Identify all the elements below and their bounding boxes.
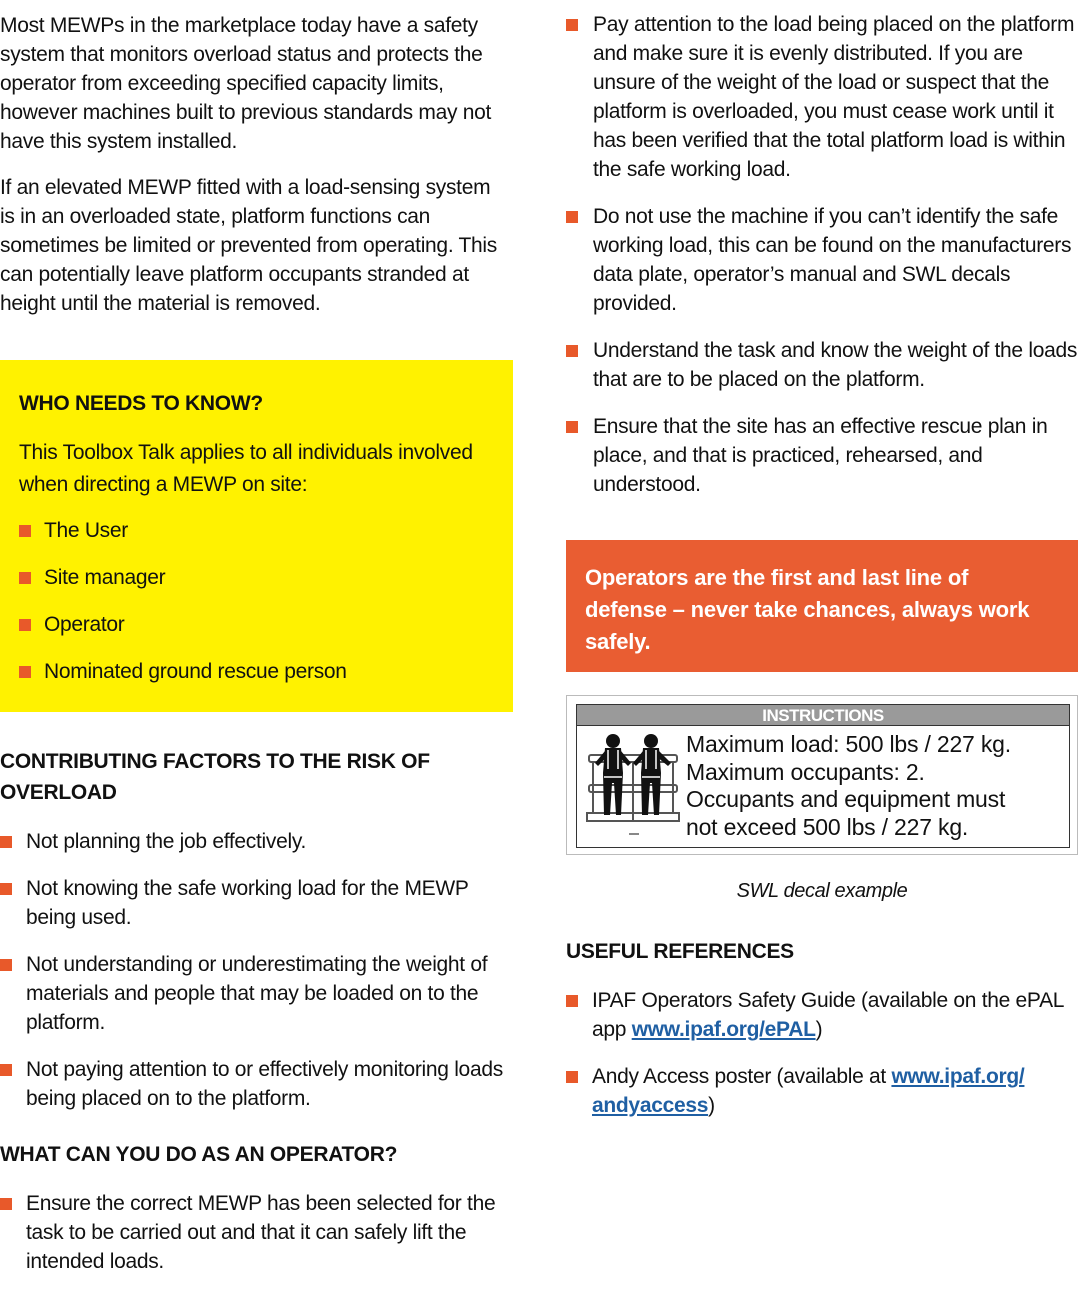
useful-references-heading: USEFUL REFERENCES (566, 940, 794, 963)
list-item: Not planning the job effectively. (0, 827, 515, 856)
list-item: IPAF Operators Safety Guide (available o… (566, 986, 1079, 1044)
list-item: Pay attention to the load being placed o… (566, 10, 1079, 184)
bullet-square-icon (19, 619, 31, 631)
bullet-square-icon (19, 666, 31, 678)
contributing-factors-heading: CONTRIBUTING FACTORS TO THE RISK OF OVER… (0, 750, 430, 804)
bullet-square-icon (0, 1198, 12, 1210)
list-item: Andy Access poster (available at www.ipa… (566, 1062, 1079, 1120)
bullet-square-icon (0, 883, 12, 895)
bullet-square-icon (566, 1071, 578, 1083)
who-needs-to-know-title: WHO NEEDS TO KNOW? (19, 392, 263, 415)
contributing-factors-list: Not planning the job effectively. Not kn… (0, 827, 515, 1113)
list-item: Understand the task and know the weight … (566, 336, 1079, 394)
bullet-square-icon (566, 995, 578, 1007)
bullet-square-icon (566, 19, 578, 31)
andy-access-link[interactable]: www.ipaf.org/andyaccess (592, 1065, 1025, 1117)
who-needs-to-know-box (0, 360, 513, 712)
bullet-square-icon (0, 959, 12, 971)
safety-callout-text: Operators are the first and last line of… (585, 565, 1030, 654)
list-item: Not paying attention to or effectively m… (0, 1055, 515, 1113)
safety-callout-box (566, 540, 1078, 672)
who-needs-to-know-intro: This Toolbox Talk applies to all individ… (19, 441, 473, 496)
bullet-square-icon (19, 572, 31, 584)
bullet-square-icon (19, 525, 31, 537)
useful-references-list: IPAF Operators Safety Guide (available o… (566, 986, 1079, 1120)
decal-caption: SWL decal example (736, 880, 908, 902)
list-item: Nominated ground rescue person (19, 657, 499, 686)
bullet-square-icon (0, 836, 12, 848)
list-item: The User (19, 516, 499, 545)
who-needs-to-know-list: The User Site manager Operator Nominated… (19, 516, 499, 686)
decal-frame: INSTRUCTIONS (576, 704, 1070, 848)
epal-link[interactable]: www.ipaf.org/ePAL (631, 1018, 816, 1041)
operator-actions-list: Ensure the correct MEWP has been selecte… (0, 1189, 505, 1276)
list-item: Not knowing the safe working load for th… (0, 874, 515, 932)
list-item: Site manager (19, 563, 499, 592)
list-item: Not understanding or underestimating the… (0, 950, 515, 1037)
decal-header: INSTRUCTIONS (577, 705, 1069, 726)
decal-text: Maximum load: 500 lbs / 227 kg. Maximum … (686, 731, 1011, 840)
operator-actions-heading: WHAT CAN YOU DO AS AN OPERATOR? (0, 1143, 398, 1166)
list-item: Ensure the correct MEWP has been selecte… (0, 1189, 505, 1276)
swl-decal-image: INSTRUCTIONS (566, 695, 1078, 855)
bullet-square-icon (566, 421, 578, 433)
bullet-square-icon (566, 345, 578, 357)
bullet-square-icon (0, 1064, 12, 1076)
list-item: Do not use the machine if you can’t iden… (566, 202, 1079, 318)
intro-paragraph-1: Most MEWPs in the marketplace today have… (0, 14, 491, 153)
intro-paragraph-2: If an elevated MEWP fitted with a load-s… (0, 176, 497, 315)
operator-actions-continued-list: Pay attention to the load being placed o… (566, 10, 1079, 499)
bullet-square-icon (566, 211, 578, 223)
list-item: Ensure that the site has an effective re… (566, 412, 1079, 499)
list-item: Operator (19, 610, 499, 639)
platform-occupants-icon (585, 733, 681, 848)
